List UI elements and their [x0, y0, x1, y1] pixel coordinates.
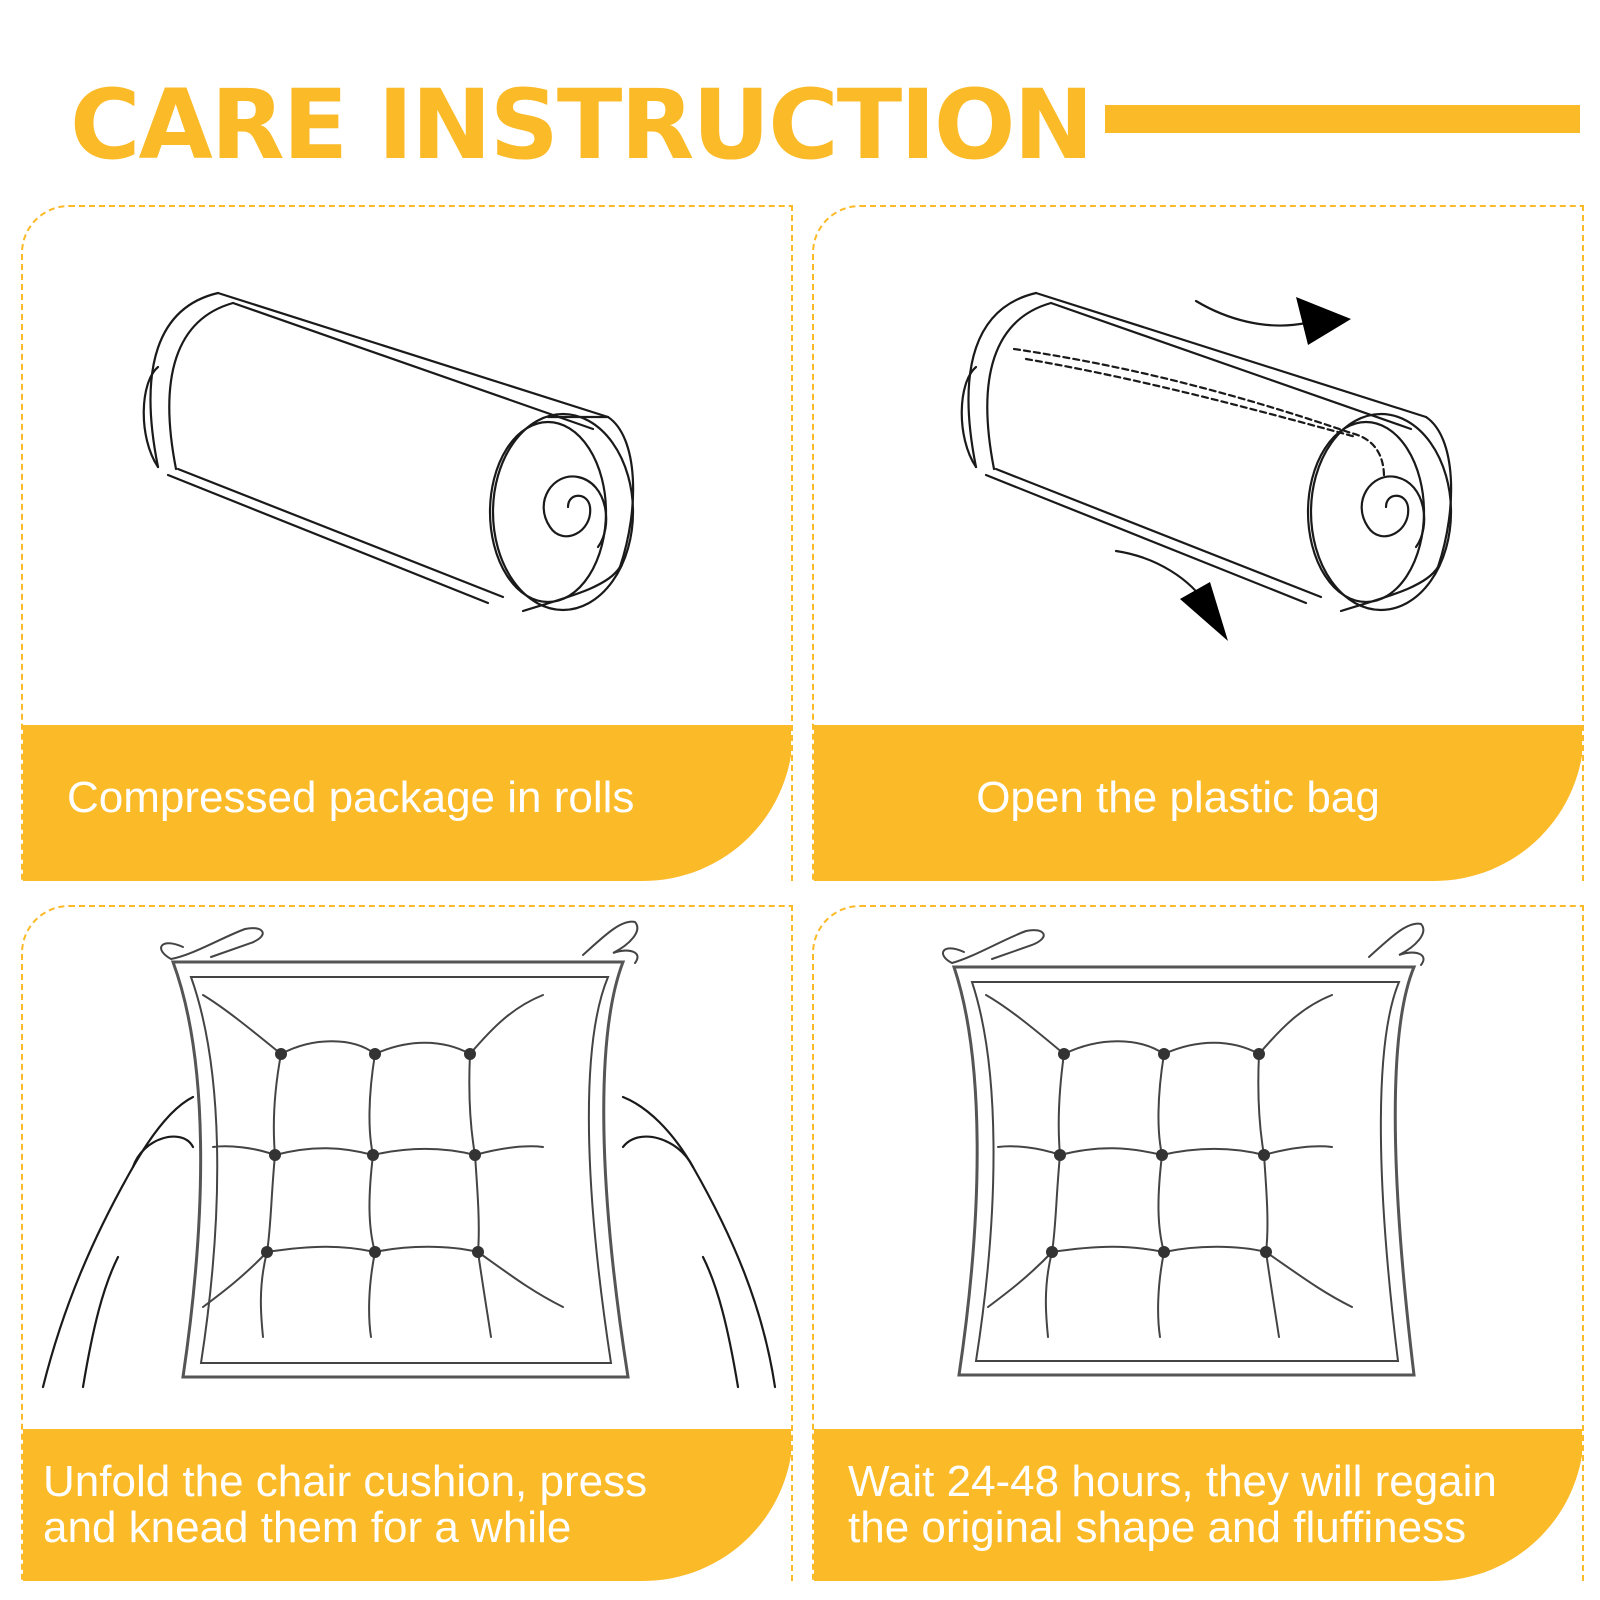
- caption-line: the original shape and fluffiness: [848, 1503, 1467, 1552]
- step-panel-knead: Unfold the chair cushion, press and knea…: [21, 905, 793, 1581]
- caption-band: Unfold the chair cushion, press and knea…: [23, 1429, 791, 1581]
- step-panel-open-bag: Open the plastic bag: [812, 205, 1584, 881]
- step-panel-compressed: Compressed package in rolls: [21, 205, 793, 881]
- rolled-cushion-icon: [142, 291, 635, 613]
- caption-line: and knead them for a while: [43, 1503, 572, 1552]
- step-caption: Open the plastic bag: [976, 773, 1380, 822]
- fluffy-cushion-icon: [942, 922, 1425, 1377]
- caption-band: Open the plastic bag: [814, 725, 1582, 881]
- hands-kneading-cushion-icon: [41, 920, 777, 1389]
- caption-band: Compressed package in rolls: [23, 725, 791, 881]
- step-panel-wait: Wait 24-48 hours, they will regain the o…: [812, 905, 1584, 1581]
- step-caption: Compressed package in rolls: [67, 773, 635, 822]
- open-bag-icon: [960, 291, 1453, 641]
- page-title: CARE INSTRUCTION: [70, 69, 1094, 181]
- caption-line: Unfold the chair cushion, press: [43, 1457, 648, 1506]
- caption-band: Wait 24-48 hours, they will regain the o…: [814, 1429, 1582, 1581]
- step-caption: Unfold the chair cushion, press and knea…: [23, 1429, 791, 1552]
- step-caption: Wait 24-48 hours, they will regain the o…: [814, 1429, 1582, 1552]
- title-rule: [1105, 105, 1580, 133]
- caption-line: Wait 24-48 hours, they will regain: [848, 1457, 1497, 1506]
